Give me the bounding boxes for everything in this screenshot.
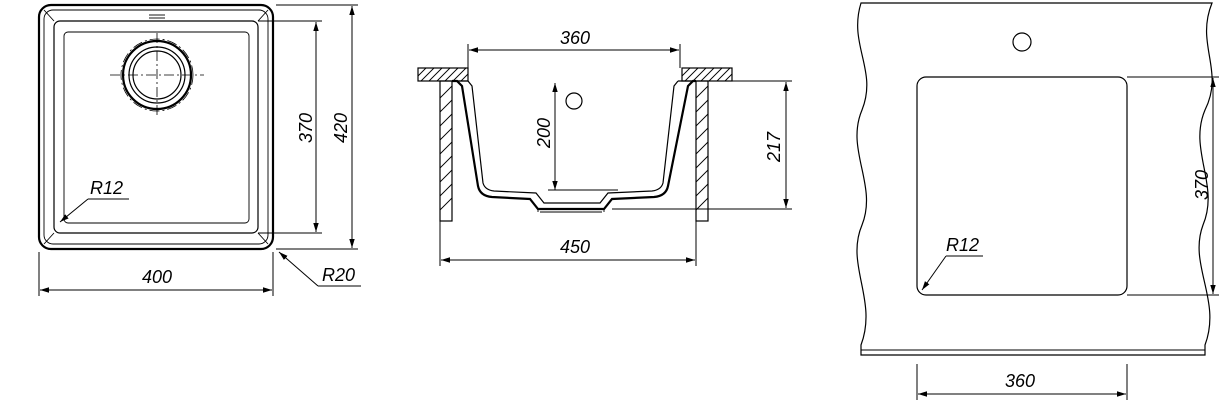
sink-outer-rim <box>37 3 275 251</box>
sink-rim-inner-edge <box>43 9 269 245</box>
radius-r12-leader: R12 <box>59 178 129 223</box>
sink-cutout <box>916 76 1128 296</box>
dim-420: 420 <box>276 4 358 250</box>
dim-section-360-label: 360 <box>560 28 590 48</box>
cutout-radius-leader: R12 <box>921 235 983 291</box>
overflow-hole <box>565 92 583 110</box>
dim-section-217: 217 <box>612 80 792 210</box>
sink-bowl-bottom <box>63 31 250 224</box>
dim-section-450: 450 <box>439 221 697 266</box>
sink-bowl-edge <box>53 20 259 234</box>
dim-section-360: 360 <box>467 28 681 68</box>
dim-400: 400 <box>38 252 274 296</box>
faucet-hole <box>1012 32 1032 52</box>
dim-section-200: 200 <box>534 83 618 191</box>
dim-420-label: 420 <box>331 113 351 143</box>
cutout-view: R12 370 360 <box>856 2 1219 400</box>
radius-r20-label: R20 <box>322 265 355 285</box>
countertop-right <box>681 67 733 82</box>
dim-cutout-370: 370 <box>1127 76 1219 296</box>
dim-cutout-360: 360 <box>916 364 1128 400</box>
drain-outlet <box>110 33 204 118</box>
dim-400-label: 400 <box>142 267 172 287</box>
cutout-radius-label: R12 <box>946 235 979 255</box>
dim-cutout-360-label: 360 <box>1005 371 1035 391</box>
countertop-left <box>417 67 469 82</box>
countertop-outline <box>856 2 1213 356</box>
dim-section-450-label: 450 <box>560 237 590 257</box>
cabinet-wall-right <box>695 80 709 222</box>
dim-section-200-label: 200 <box>534 118 554 149</box>
radius-r12-label: R12 <box>90 178 123 198</box>
radius-r20-leader: R20 <box>278 251 361 287</box>
dim-cutout-370-label: 370 <box>1192 170 1212 200</box>
section-view: 360 200 217 450 <box>417 28 792 266</box>
dim-section-217-label: 217 <box>764 131 784 163</box>
sink-section-profile <box>452 79 696 213</box>
dim-370: 370 <box>258 20 322 234</box>
dim-370-label: 370 <box>296 113 316 143</box>
top-view: R12 R20 400 370 420 <box>37 3 361 296</box>
cabinet-wall-left <box>439 80 453 222</box>
